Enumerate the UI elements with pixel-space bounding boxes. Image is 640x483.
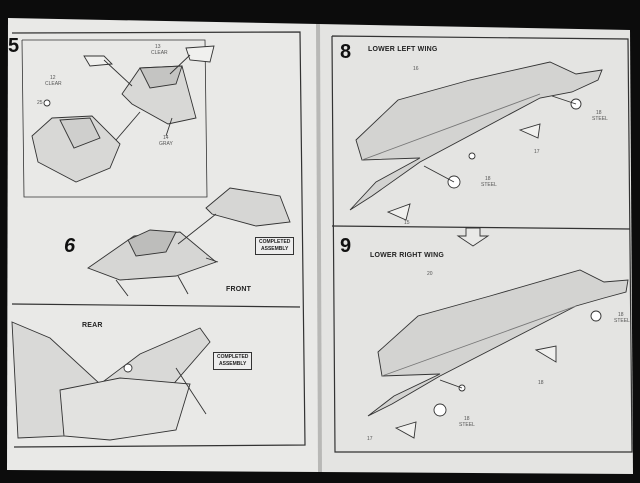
part-finish: STEEL	[459, 422, 475, 428]
badge-line-2: ASSEMBLY	[261, 246, 289, 252]
badge-line-1: COMPLETED	[259, 239, 291, 245]
step-number-9: 9	[340, 235, 352, 257]
part-number: 18	[538, 380, 544, 386]
part-finish: STEEL	[614, 318, 630, 324]
step8-wing	[349, 61, 603, 221]
part-number: 18	[485, 176, 491, 182]
label-rear: REAR	[82, 322, 103, 329]
step-number-6: 6	[64, 235, 76, 257]
part-number: 20	[427, 271, 433, 277]
part-number: 12	[50, 75, 56, 81]
step5-inset	[21, 39, 208, 198]
part-finish: CLEAR	[45, 81, 62, 87]
step-number-5: 5	[8, 35, 20, 57]
step5-parts	[31, 45, 215, 183]
part-finish: STEEL	[481, 182, 497, 188]
badge-line-1: COMPLETED	[217, 354, 249, 360]
part-number: 16	[413, 66, 419, 72]
part-finish: STEEL	[592, 116, 608, 122]
badge-line-2: ASSEMBLY	[219, 361, 247, 367]
part-number: 17	[534, 149, 540, 155]
step-arrow-icon	[456, 227, 490, 247]
completed-assembly-badge-rear: COMPLETED ASSEMBLY	[213, 352, 253, 370]
rear-view	[11, 321, 211, 441]
part-number: 18	[618, 312, 624, 318]
step9-wing	[367, 269, 629, 439]
label-front: FRONT	[226, 286, 252, 293]
heading-lower-right-wing: LOWER RIGHT WING	[370, 252, 444, 259]
heading-lower-left-wing: LOWER LEFT WING	[368, 46, 438, 53]
part-number: 25	[37, 100, 43, 106]
step6-assembly	[87, 187, 291, 297]
panel-borders	[11, 31, 633, 453]
part-finish: CLEAR	[151, 50, 168, 56]
part-number: 18	[596, 110, 602, 116]
part-finish: GRAY	[159, 141, 173, 147]
page-fold	[316, 23, 322, 473]
part-number: 17	[367, 436, 373, 442]
part-number: 18	[464, 416, 470, 422]
part-number: 14	[163, 135, 169, 141]
part-number: 15	[404, 220, 410, 226]
step-number-8: 8	[340, 41, 352, 63]
completed-assembly-badge: COMPLETED ASSEMBLY	[255, 237, 295, 255]
part-number: 13	[155, 44, 161, 50]
